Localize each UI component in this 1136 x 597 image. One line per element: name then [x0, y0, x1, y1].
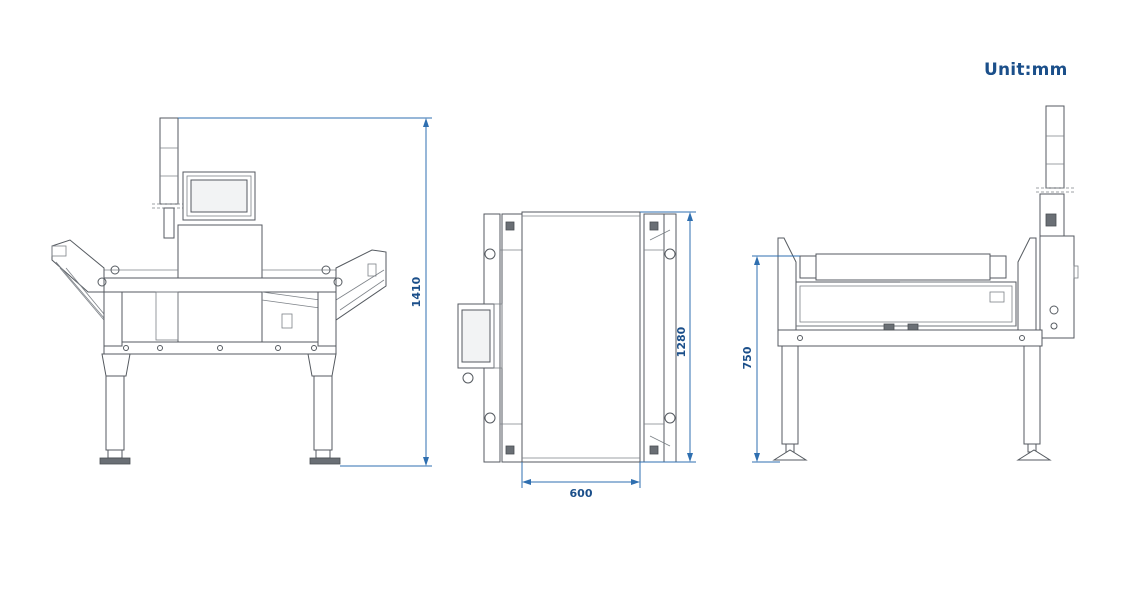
front-height-label: 1410: [410, 276, 423, 307]
front-height-dimension: 1410: [178, 117, 432, 467]
top-width-dimension: 600: [521, 462, 641, 500]
top-length-dimension: 1280: [640, 211, 696, 463]
top-view: [457, 211, 677, 463]
front-view: [51, 117, 387, 465]
top-width-label: 600: [570, 487, 593, 500]
unit-label: Unit:mm: [984, 60, 1068, 80]
side-height-label: 750: [741, 346, 754, 369]
side-height-dimension: 750: [741, 255, 800, 463]
top-length-label: 1280: [675, 326, 688, 357]
side-view: [772, 105, 1079, 461]
